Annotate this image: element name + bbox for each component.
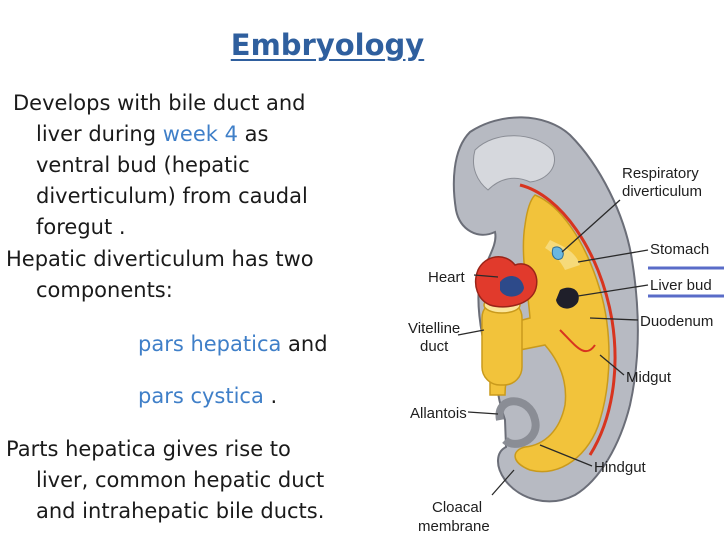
leader-cloacal [491,469,515,496]
label-membrane: membrane [418,518,490,535]
embryo-diagram: Respiratory diverticulum Stomach Heart L… [408,116,724,535]
bullet-2-line-1: Hepatic diverticulum has two [6,247,314,271]
leader-midgut [599,354,625,376]
label-midgut: Midgut [626,369,672,386]
head-lobe [473,135,555,191]
week-4-highlight: week 4 [162,122,238,146]
bullet-3-line-3: and intrahepatic bile ducts. [36,499,325,523]
bullet-1-line-1: Develops with bile duct and [13,91,306,115]
leader-allantois [467,411,499,415]
leader-vitelline [457,329,485,336]
pars-hepatica-line: pars hepatica and [138,329,328,359]
respiratory-bud [551,246,564,261]
label-stomach: Stomach [650,241,709,258]
bullet-1-line-5: foregut . [36,215,126,239]
label-duct: duct [420,338,449,355]
label-allantois: Allantois [410,405,467,422]
leader-liver-bud [577,284,649,297]
bullet-3-line-2: liver, common hepatic duct [36,468,325,492]
label-diverticulum: diverticulum [622,183,702,200]
period: . [263,384,278,408]
leader-hindgut [539,444,593,467]
and-word: and [281,332,328,356]
label-vitelline: Vitelline [408,320,460,337]
dorsal-aorta [519,183,617,456]
liver-bud [556,287,579,309]
leader-stomach [577,249,649,263]
leader-duodenum [589,317,639,321]
allantois [495,397,540,448]
label-respiratory: Respiratory [622,165,699,182]
label-liver-bud: Liver bud [650,277,712,294]
bullet-2-line-2: components: [36,278,173,302]
bullet-3-line-1: Parts hepatica gives rise to [6,437,291,461]
bullet-1-line-2: liver during week 4 as [36,119,268,149]
bullet-1-line-3: ventral bud (hepatic [36,153,250,177]
slide-title: Embryology [230,28,425,62]
label-heart: Heart [428,269,466,286]
leader-heart [473,274,499,278]
label-cloacal: Cloacal [432,499,482,516]
pars-cystica-line: pars cystica . [138,381,277,411]
bullet-1-text-b: as [237,122,269,146]
vitelline-vessel [559,329,596,353]
label-duodenum: Duodenum [640,313,713,330]
bullet-1-text-a: liver during [36,122,163,146]
pars-hepatica-term: pars hepatica [138,332,282,356]
pars-cystica-term: pars cystica [138,384,264,408]
leader-respiratory [561,199,621,253]
label-hindgut: Hindgut [594,459,647,476]
heart-chamber [500,276,524,297]
bullet-1-line-4: diverticulum) from caudal [36,184,308,208]
